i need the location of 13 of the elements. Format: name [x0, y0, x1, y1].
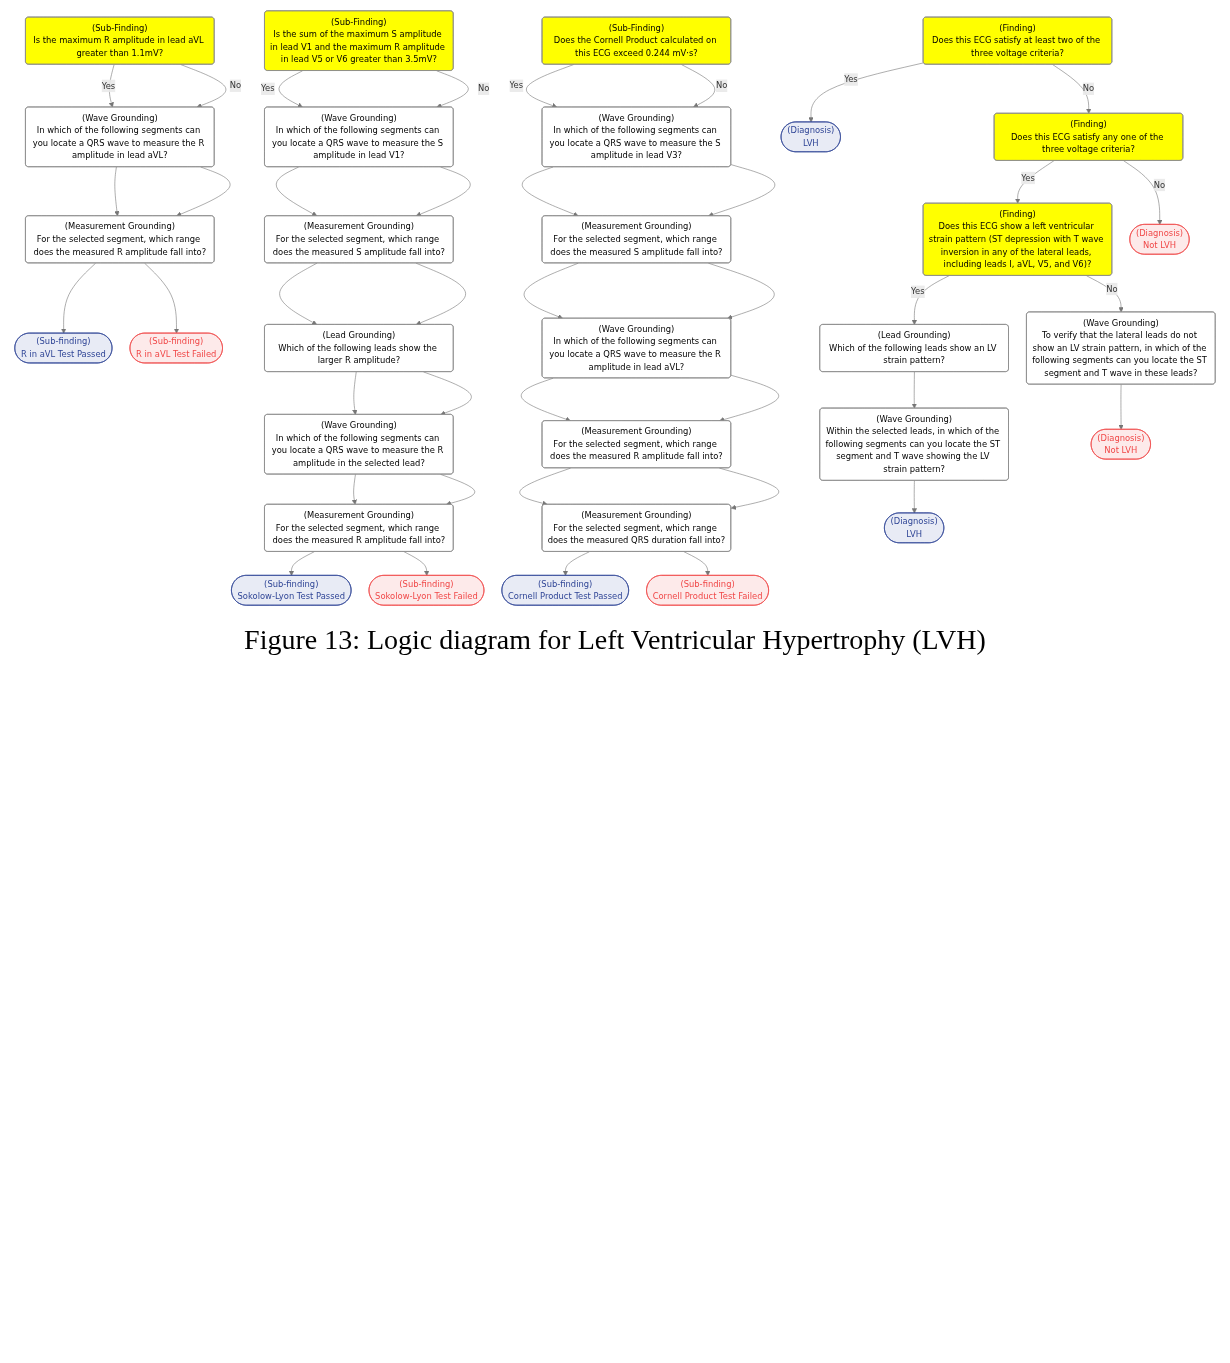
edge-label: No: [716, 80, 728, 91]
figure-caption: Figure 13: Logic diagram for Left Ventricular Hypertrophy (LVH): [244, 624, 986, 656]
edge-label: Yes: [509, 80, 524, 91]
edge-label: Yes: [101, 80, 116, 91]
edge-label: No: [229, 80, 242, 91]
edge-label: Yes: [1021, 172, 1035, 183]
edge-label: No: [1153, 179, 1166, 190]
edge-label: Yes: [844, 74, 858, 85]
edge-label: No: [477, 83, 490, 94]
edge-label: Yes: [261, 83, 275, 94]
edge-label: Yes: [911, 286, 925, 297]
edge-label: No: [1082, 83, 1095, 94]
edge-label: No: [1106, 283, 1118, 294]
